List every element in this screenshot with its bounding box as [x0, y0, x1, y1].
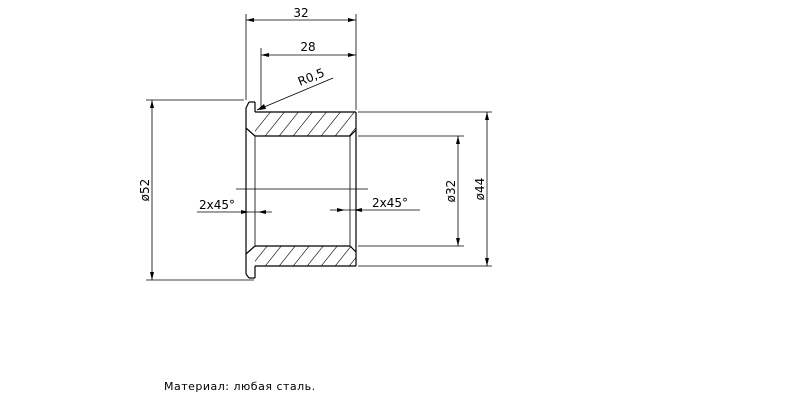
material-note: Материал: любая сталь. [164, 380, 316, 393]
dim-label-44: ø44 [473, 178, 487, 201]
dimension-body-length: 28 [260, 40, 356, 110]
dim-label-32: 32 [293, 6, 308, 20]
section-hatching-bottom [255, 246, 356, 266]
dim-label-32-bore: ø32 [444, 180, 458, 203]
dimension-fillet-radius: R0,5 [256, 66, 334, 111]
dimension-overall-length: 32 [245, 6, 357, 110]
dimension-outer-diameter: ø44 [358, 111, 492, 267]
section-hatching-top [255, 112, 356, 136]
dim-label-r05: R0,5 [296, 66, 327, 89]
chamfer-right-callout: 2x45° [330, 196, 420, 212]
dim-label-28: 28 [300, 40, 315, 54]
dimension-bore-diameter: ø32 [358, 135, 464, 247]
dimension-flange-diameter: ø52 [138, 99, 254, 281]
chamfer-left-label: 2x45° [199, 198, 235, 212]
chamfer-left-callout: 2x45° [197, 198, 272, 214]
chamfer-right-label: 2x45° [372, 196, 408, 210]
dim-label-52: ø52 [138, 179, 152, 202]
